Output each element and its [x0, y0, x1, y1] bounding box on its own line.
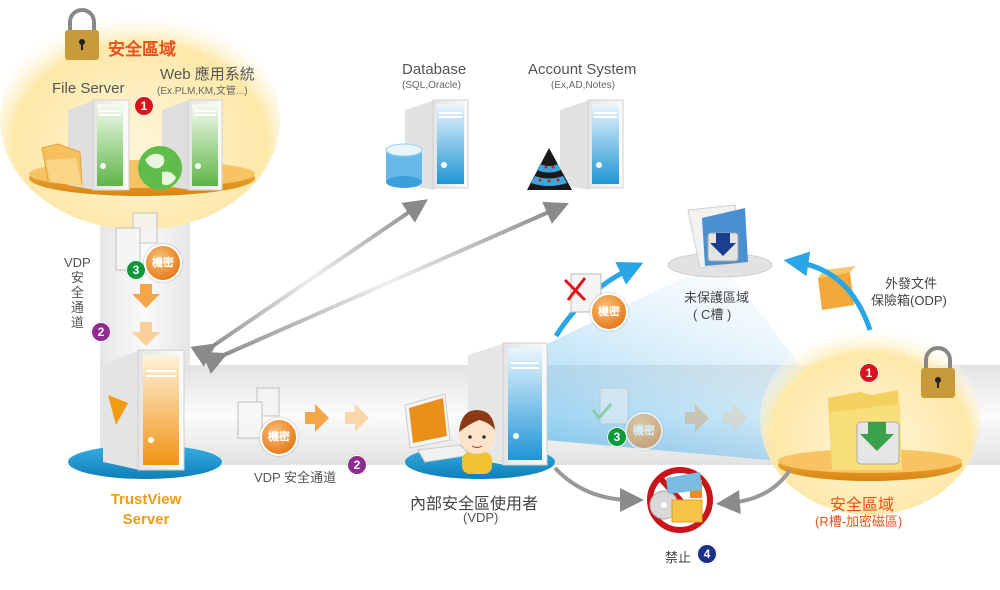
directory-pyramid-icon [527, 148, 572, 190]
web-system-sub: (Ex.PLM,KM,文管...) [157, 86, 248, 97]
trustview-server-tower [103, 349, 185, 471]
right-arrow-icon [723, 404, 747, 432]
user-avatar [459, 410, 495, 474]
step-badge-2: 2 [91, 322, 111, 342]
forbidden-icon [647, 467, 713, 533]
step-badge-1: 1 [859, 363, 879, 383]
top-secure-zone-title: 安全區域 [108, 40, 176, 59]
step-badge-1: 1 [134, 96, 154, 116]
account-system-sub: (Ex,AD,Notes) [551, 80, 615, 91]
blue-arrow-odp-to-unprotected [783, 251, 873, 331]
padlock-icon [65, 8, 99, 60]
documents-icon [115, 212, 158, 271]
vdp-text: VDP [64, 255, 91, 270]
odp-label-line1: 外發文件 [885, 276, 938, 291]
internal-user-sub: (VDP) [463, 510, 499, 525]
folder-icon [41, 143, 83, 186]
vertical-channel-label: VDP 安 全 通 道 [64, 255, 91, 330]
encrypted-drive-folder-icon [828, 390, 902, 470]
down-arrow-icon [132, 322, 160, 346]
database-label: Database [402, 61, 467, 78]
right-secure-zone-title: 安全區域 [830, 497, 895, 514]
unprotected-zone-sub: ( C槽 ) [693, 307, 732, 322]
arrow-user-to-forbidden [553, 466, 644, 512]
documents-icon [591, 387, 629, 425]
database-tower [405, 99, 469, 190]
step-badge-3: 3 [126, 260, 146, 280]
email-icon [671, 499, 703, 523]
confidential-stamp: 機密 [260, 418, 298, 456]
right-secure-zone-sub: (R槽-加密磁區) [815, 514, 903, 529]
account-system-label: Account System [528, 61, 637, 78]
web-server-tower [162, 99, 223, 191]
globe-icon [138, 146, 182, 190]
arrow-trustview-database [190, 199, 428, 367]
documents-icon [237, 387, 280, 439]
padlock-icon [921, 346, 955, 398]
web-system-label: Web 應用系統 [160, 66, 255, 83]
step-badge-2: 2 [347, 455, 367, 475]
channel-char: 道 [70, 315, 84, 330]
file-server-label: File Server [52, 80, 125, 97]
trustview-line1: TrustView [110, 491, 182, 508]
database-cylinder-icon [385, 143, 423, 188]
horizontal-channel-label: VDP 安全通道 [254, 470, 337, 485]
down-arrow-icon [132, 284, 160, 308]
confidential-stamp: 機密 [590, 293, 628, 331]
odp-label-line2: 保險箱(ODP) [871, 293, 947, 308]
right-arrow-icon [685, 404, 709, 432]
user-monitor [404, 393, 472, 463]
confidential-stamp: 機密 [144, 244, 182, 282]
unprotected-zone-label: 未保護區域 [684, 290, 750, 305]
arrow-secure-to-forbidden [716, 468, 792, 515]
folder-icon [666, 472, 702, 494]
trustview-logo-icon [108, 395, 128, 425]
right-arrow-icon [305, 404, 329, 432]
channel-char: 全 [70, 285, 84, 300]
check-icon [591, 403, 613, 421]
confidential-stamp: 機密 [625, 412, 663, 450]
trustview-server-label: TrustView Server [96, 490, 196, 530]
account-system-tower [560, 99, 624, 190]
trustview-line2: Server [122, 511, 170, 528]
right-arrow-icon [345, 404, 369, 432]
arrow-trustview-account [201, 201, 569, 374]
channel-char: 安 [70, 270, 84, 285]
database-sub: (SQL,Oracle) [402, 80, 461, 91]
internal-user-label: 內部安全區使用者 [410, 496, 539, 513]
forbidden-label: 禁止 [665, 550, 692, 565]
step-badge-4: 4 [697, 544, 717, 564]
unprotected-folder-icon [687, 204, 748, 269]
channel-char: 通 [70, 300, 84, 315]
step-badge-3: 3 [607, 427, 627, 447]
